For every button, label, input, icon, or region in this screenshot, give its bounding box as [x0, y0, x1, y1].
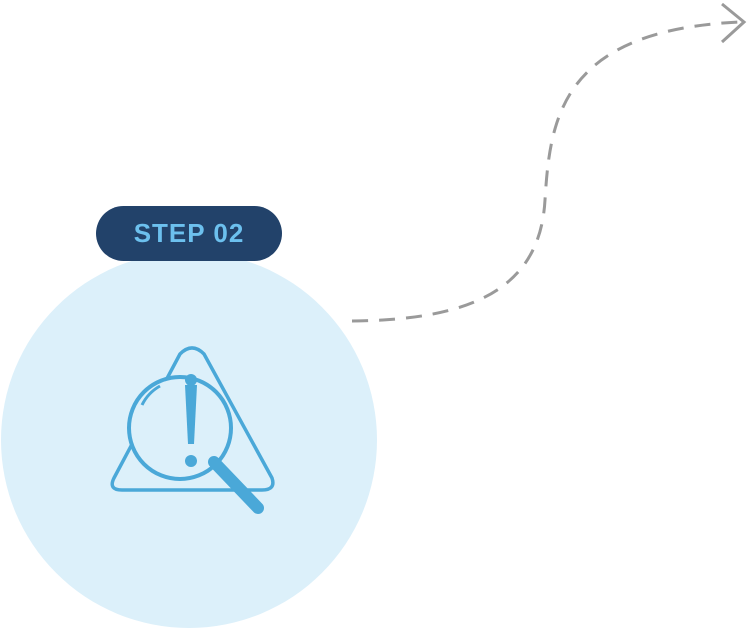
step-label: STEP 02: [133, 218, 245, 248]
warning-triangle-icon: [110, 346, 275, 492]
step-badge: STEP 02: [96, 206, 282, 261]
dashed-path: [351, 20, 741, 323]
arrow-head-icon: [720, 2, 747, 44]
magnifier-lens-icon: [127, 375, 233, 481]
